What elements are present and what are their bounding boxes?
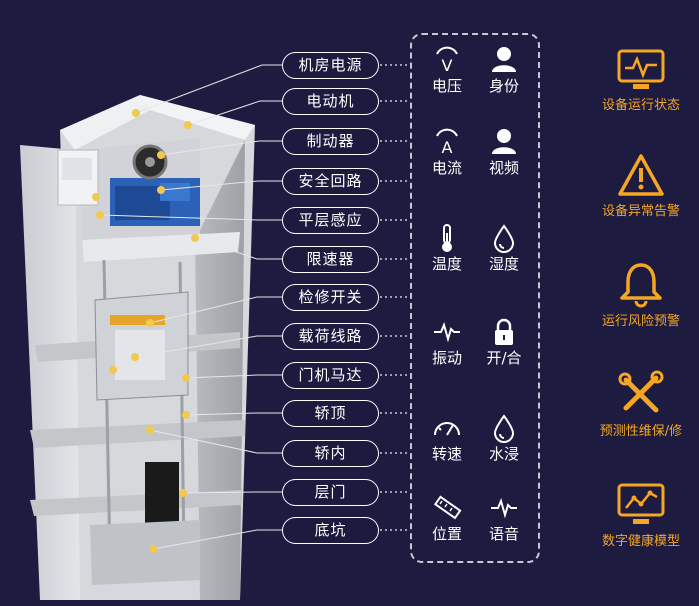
callout-load-circuit: 载荷线路	[282, 323, 379, 350]
speedometer-icon	[417, 413, 477, 443]
svg-text:A: A	[442, 138, 453, 155]
pulse-icon	[474, 493, 534, 523]
sensor-vibration: 振动	[417, 317, 477, 367]
warning-triangle-icon	[586, 152, 696, 198]
sensor-position: 位置	[417, 493, 477, 543]
callout-inspection-switch: 检修开关	[282, 284, 379, 311]
sensor-label: 开/合	[486, 349, 522, 367]
sensor-label: 电流	[431, 159, 462, 177]
callout-landing-door: 层门	[282, 479, 379, 506]
connector-lines	[99, 64, 282, 550]
sensor-label: 温度	[431, 255, 462, 273]
feature-fault-alarm: 设备异常告警	[586, 152, 696, 220]
elevator-shaft	[20, 95, 255, 600]
sensor-speed: 转速	[417, 413, 477, 463]
person-icon	[474, 127, 534, 157]
thermometer-icon	[417, 223, 477, 253]
sensor-identity: 身份	[474, 45, 534, 95]
feature-equipment-status: 设备运行状态	[586, 48, 696, 114]
sensor-markers	[92, 109, 199, 553]
callout-safety-circuit: 安全回路	[282, 168, 379, 195]
feature-label: 数字健康模型	[601, 534, 680, 549]
sensor-label: 语音	[488, 525, 519, 543]
sensor-video: 视频	[474, 127, 534, 177]
current-icon: A	[417, 127, 477, 157]
callout-car-interior: 轿内	[282, 440, 379, 467]
sensor-label: 水浸	[488, 445, 519, 463]
callout-motor: 电动机	[282, 88, 379, 115]
chart-monitor-icon	[586, 482, 696, 528]
sensor-label: 电压	[431, 77, 462, 95]
voltage-icon: V	[417, 45, 477, 75]
callout-door-motor: 门机马达	[282, 362, 379, 389]
feature-predictive-maintenance: 预测性维保/修	[586, 370, 696, 440]
sensor-label: 湿度	[488, 255, 519, 273]
sensor-label: 身份	[488, 77, 519, 95]
sensor-label: 视频	[488, 159, 519, 177]
sensor-voice: 语音	[474, 493, 534, 543]
droplet-icon	[474, 223, 534, 253]
sensor-panel: V 电压 身份 A 电流 视频 温度 湿度	[410, 33, 540, 563]
feature-label: 运行风险预警	[601, 314, 680, 329]
tools-icon	[586, 370, 696, 418]
ruler-icon	[417, 493, 477, 523]
sensor-current: A 电流	[417, 127, 477, 177]
sensor-label: 振动	[431, 349, 462, 367]
callout-speed-governor: 限速器	[282, 246, 379, 273]
callout-brake: 制动器	[282, 128, 379, 155]
droplet-icon	[474, 413, 534, 443]
sensor-temperature: 温度	[417, 223, 477, 273]
feature-label: 设备运行状态	[601, 98, 680, 113]
callout-leveling-sensor: 平层感应	[282, 207, 379, 234]
dotted-links	[380, 64, 410, 531]
sensor-label: 位置	[431, 525, 462, 543]
callout-machine-room-power: 机房电源	[282, 52, 379, 79]
callout-pit: 底坑	[282, 517, 379, 544]
monitor-status-icon	[586, 48, 696, 92]
sensor-open-close: 开/合	[474, 317, 534, 367]
svg-text:V: V	[442, 56, 453, 73]
lock-icon	[474, 317, 534, 347]
sensor-humidity: 湿度	[474, 223, 534, 273]
callout-car-top: 轿顶	[282, 400, 379, 427]
pulse-icon	[417, 317, 477, 347]
sensor-label: 转速	[431, 445, 462, 463]
feature-risk-warning: 运行风险预警	[586, 260, 696, 330]
feature-label: 设备异常告警	[601, 204, 680, 219]
sensor-water-leak: 水浸	[474, 413, 534, 463]
sensor-voltage: V 电压	[417, 45, 477, 95]
person-icon	[474, 45, 534, 75]
bell-icon	[586, 260, 696, 308]
feature-label: 预测性维保/修	[599, 424, 683, 439]
feature-digital-health-model: 数字健康模型	[586, 482, 696, 550]
